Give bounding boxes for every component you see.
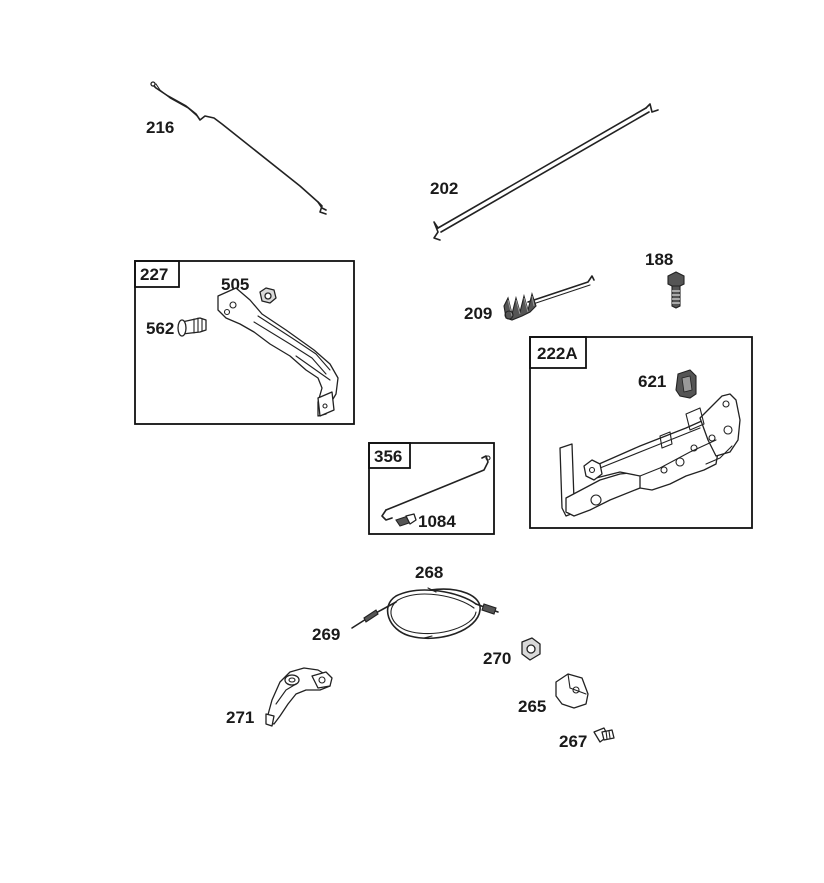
- part-505-nut: [259, 287, 277, 304]
- callout-269: 269: [312, 625, 340, 644]
- part-202-rod: [433, 103, 659, 241]
- callout-216: 216: [146, 118, 174, 137]
- callout-271: 271: [226, 708, 254, 727]
- callout-267: 267: [559, 732, 587, 751]
- callout-562: 562: [146, 319, 174, 338]
- group-tag-356: [368, 442, 411, 469]
- part-188-bolt: [667, 271, 685, 309]
- group-box-356: [368, 442, 495, 535]
- callout-188: 188: [645, 250, 673, 269]
- part-1084-clip: [395, 513, 417, 527]
- callout-209: 209: [464, 304, 492, 323]
- group-tag-227: [134, 260, 180, 288]
- part-265-clamp: [555, 673, 589, 709]
- group-tag-222a: [529, 336, 587, 369]
- part-267-screw: [593, 727, 615, 743]
- callout-202: 202: [430, 179, 458, 198]
- callout-268: 268: [415, 563, 443, 582]
- callout-505: 505: [221, 275, 249, 294]
- part-227-lever: [217, 287, 339, 417]
- callout-356: 356: [374, 447, 402, 466]
- part-268-cable: [351, 587, 499, 640]
- part-216-rod: [150, 81, 327, 215]
- callout-265: 265: [518, 697, 546, 716]
- part-621-clip: [675, 369, 697, 399]
- callout-227: 227: [140, 265, 168, 284]
- part-209-spring: [503, 275, 595, 321]
- part-356-wire: [381, 455, 491, 521]
- group-box-222a: [529, 336, 753, 529]
- part-270-nut: [521, 637, 541, 661]
- part-562-bolt: [177, 317, 207, 337]
- callout-222a: 222A: [537, 344, 578, 363]
- group-box-227: [134, 260, 355, 425]
- callout-1084: 1084: [418, 512, 456, 531]
- part-222a-bracket: [559, 393, 741, 517]
- callout-621: 621: [638, 372, 666, 391]
- callout-270: 270: [483, 649, 511, 668]
- part-271-bracket: [265, 667, 333, 727]
